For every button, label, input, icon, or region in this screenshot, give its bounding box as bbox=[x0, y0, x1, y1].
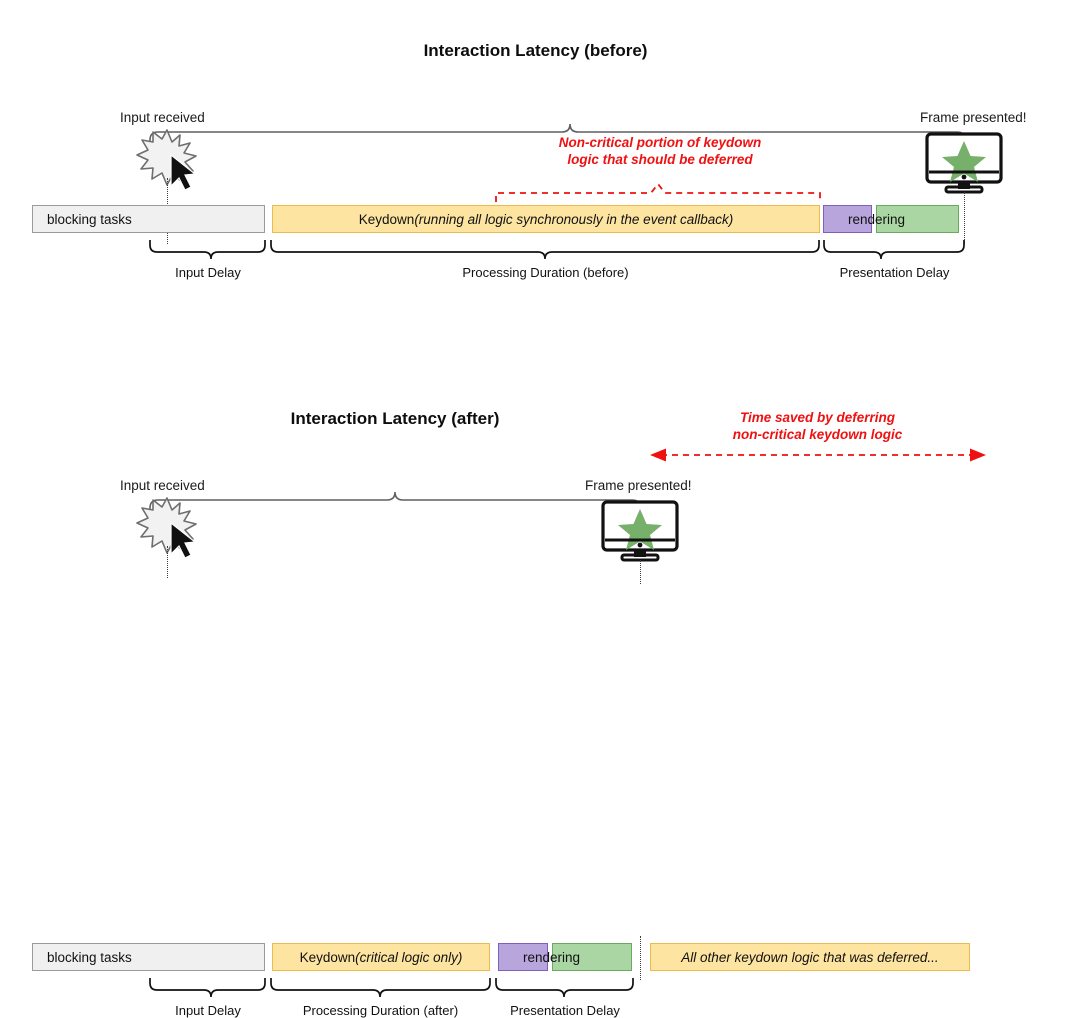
red-note-after: Time saved by deferring non-critical key… bbox=[732, 410, 903, 442]
rendering-label-after: rendering bbox=[523, 950, 581, 965]
frame-presented-label-after: Frame presented! bbox=[585, 478, 692, 493]
rendering-label-before: rendering bbox=[848, 212, 906, 227]
phase-label-presentation-after: Presentation Delay bbox=[510, 1003, 620, 1018]
bar-render-before[interactable] bbox=[876, 205, 959, 233]
frame-boundary-line-after bbox=[640, 936, 641, 980]
frame-presented-label-before: Frame presented! bbox=[920, 110, 1027, 125]
bar-label-italic: All other keydown logic that was deferre… bbox=[681, 949, 939, 965]
bar-keydown-after[interactable]: Keydown (critical logic only) bbox=[272, 943, 490, 971]
input-received-label-after: Input received bbox=[120, 478, 205, 493]
bar-label-main: Keydown bbox=[358, 211, 415, 227]
page-title-before: Interaction Latency (before) bbox=[423, 41, 648, 60]
diagram-after: Interaction Latency (after) Time saved b… bbox=[0, 368, 1071, 1018]
phase-label-input-delay-before: Input Delay bbox=[175, 265, 241, 280]
bar-label: blocking tasks bbox=[47, 949, 132, 965]
monitor-icon bbox=[925, 132, 1003, 194]
diagram-before: Interaction Latency (before) Input recei… bbox=[0, 0, 1071, 300]
bar-label: blocking tasks bbox=[47, 211, 132, 227]
bar-deferred-after[interactable]: All other keydown logic that was deferre… bbox=[650, 943, 970, 971]
phase-braces-before bbox=[149, 240, 965, 260]
bar-label-italic: (running all logic synchronously in the … bbox=[414, 211, 734, 227]
monitor-icon bbox=[601, 500, 679, 562]
bar-label-main: Keydown bbox=[299, 949, 356, 965]
latency-brace-before bbox=[149, 123, 966, 155]
time-saved-arrow bbox=[650, 448, 986, 462]
page-title-after: Interaction Latency (after) bbox=[290, 409, 500, 428]
phase-label-input-delay-after: Input Delay bbox=[175, 1003, 241, 1018]
input-marker-line-after bbox=[167, 546, 168, 578]
bar-blocking-tasks-before[interactable]: blocking tasks bbox=[32, 205, 265, 233]
red-dashed-brace-before bbox=[495, 182, 821, 202]
phase-braces-after bbox=[149, 978, 634, 998]
phase-label-presentation-before: Presentation Delay bbox=[839, 265, 950, 280]
bar-pre-render-before[interactable] bbox=[823, 205, 872, 233]
phase-label-processing-after: Processing Duration (after) bbox=[302, 1003, 459, 1018]
red-note-before: Non-critical portion of keydown logic th… bbox=[558, 135, 762, 167]
phase-label-processing-before: Processing Duration (before) bbox=[462, 265, 629, 280]
burst-icon bbox=[136, 497, 197, 559]
input-received-label-before: Input received bbox=[120, 110, 205, 125]
frame-marker-line-after bbox=[640, 560, 641, 584]
bar-label-italic: (critical logic only) bbox=[355, 949, 463, 965]
bar-blocking-tasks-after[interactable]: blocking tasks bbox=[32, 943, 265, 971]
frame-marker-line-before bbox=[964, 192, 965, 244]
bar-keydown-before[interactable]: Keydown (running all logic synchronously… bbox=[272, 205, 820, 233]
